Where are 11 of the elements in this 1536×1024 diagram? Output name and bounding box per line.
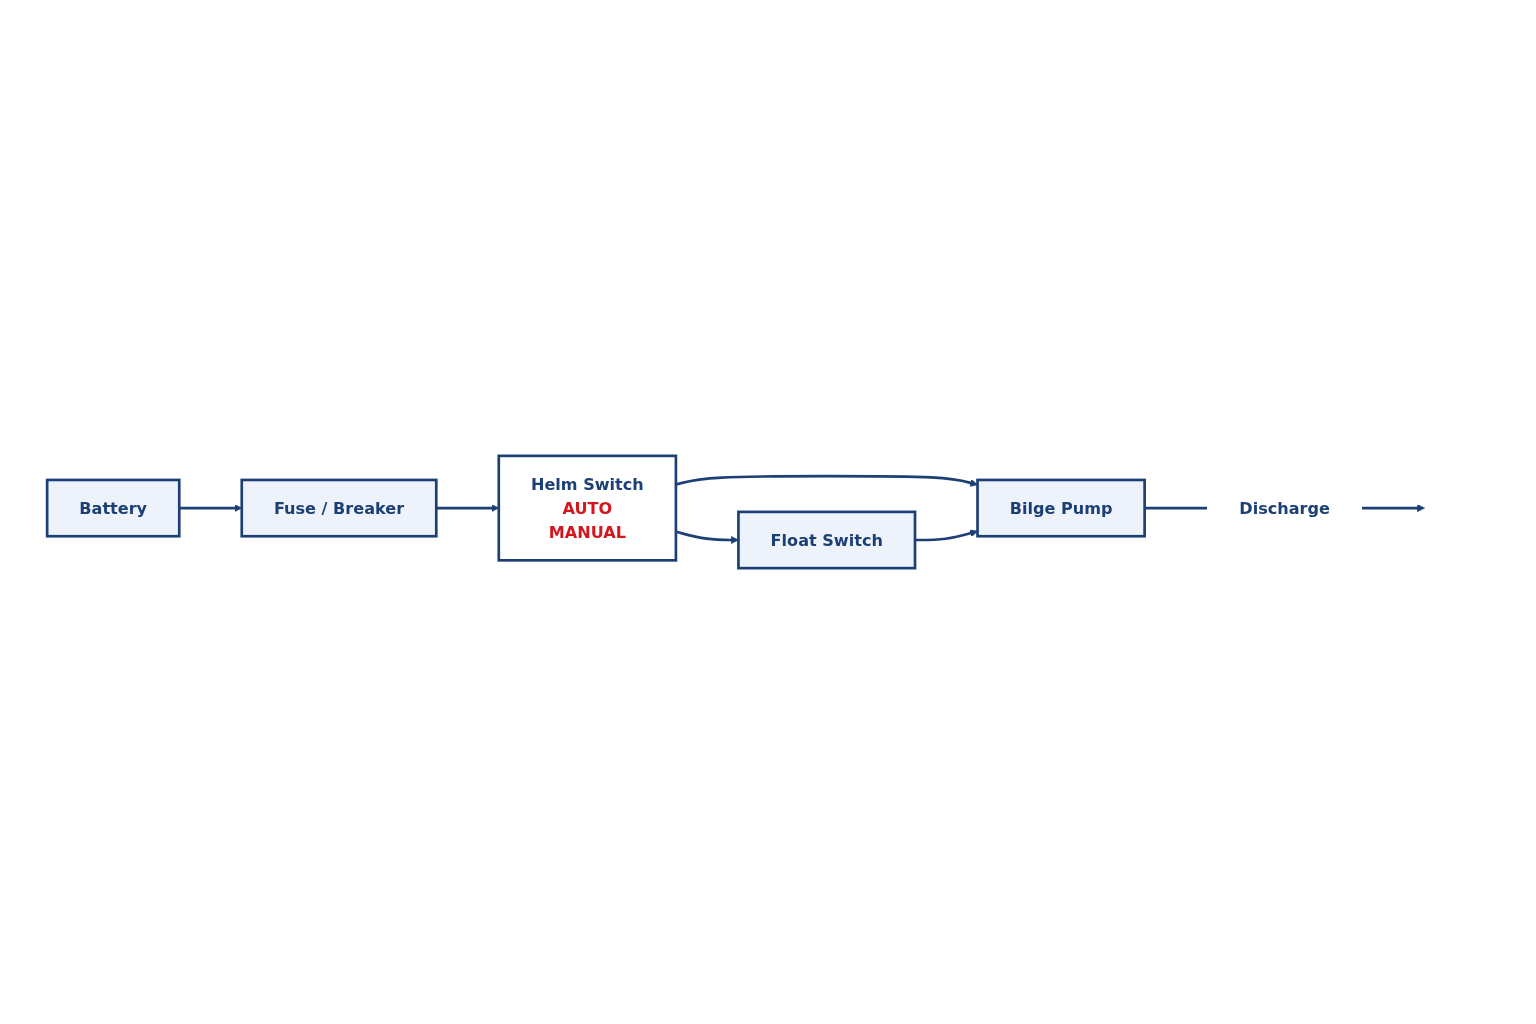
node-box: Helm Switch AUTO MANUAL [497, 454, 678, 562]
node-box: Battery [45, 478, 181, 538]
arrow [915, 529, 978, 542]
node-box: Bilge Pump [976, 478, 1146, 538]
node-text: Discharge [1239, 498, 1330, 518]
arrow [675, 530, 739, 544]
node-box: Float Switch [737, 510, 917, 570]
connector [1144, 506, 1208, 510]
node-box: Fuse / Breaker [240, 478, 438, 538]
arrow [1362, 504, 1425, 512]
arrow [675, 474, 978, 487]
